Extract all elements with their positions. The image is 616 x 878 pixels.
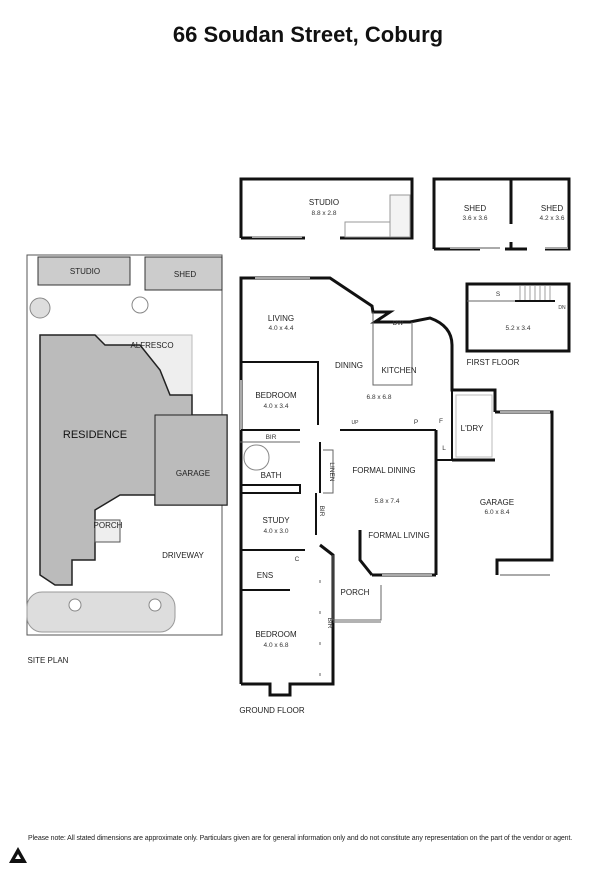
site-residence-label: RESIDENCE: [63, 429, 127, 441]
fridge-label: F: [439, 418, 443, 425]
laundry-label: L'DRY: [461, 424, 484, 433]
bedroom-1-dims: 4.0 x 3.4: [264, 403, 289, 410]
formal-dims: 5.8 x 7.4: [375, 498, 400, 505]
studio-plan: STUDIO 8.8 x 2.8: [239, 177, 414, 240]
shed-2-dims: 4.2 x 3.6: [540, 215, 565, 222]
shed-1-dims: 3.6 x 3.6: [463, 215, 488, 222]
bir-3-label: BIR: [326, 618, 333, 629]
living-label: LIVING: [268, 314, 294, 323]
sheds-plan: SHED 3.6 x 3.6 SHED 4.2 x 3.6: [432, 177, 571, 251]
study-dims: 4.0 x 3.0: [264, 528, 289, 535]
first-floor-plan: S DN 5.2 x 3.4 FIRST FLOOR: [465, 282, 571, 367]
formal-dining-label: FORMAL DINING: [352, 466, 415, 475]
site-alfresco-label: ALFRESCO: [130, 341, 173, 350]
linen-cupboard-label: L: [442, 445, 446, 452]
shed-2-label: SHED: [541, 204, 563, 213]
site-porch-label: PORCH: [94, 521, 123, 530]
first-floor-label: FIRST FLOOR: [467, 358, 520, 367]
formal-living-label: FORMAL LIVING: [368, 531, 430, 540]
ensuite-label: ENS: [257, 571, 273, 580]
pantry-label: P: [414, 419, 418, 426]
ground-floor-label: GROUND FLOOR: [239, 706, 305, 715]
page-title: 66 Soudan Street, Coburg: [172, 22, 444, 47]
kitchen-dining-dims: 6.8 x 6.8: [367, 394, 392, 401]
garage-label: GARAGE: [480, 498, 514, 507]
linen-label: LINEN: [328, 462, 335, 481]
stairs-up-label: UP: [352, 420, 360, 426]
porch-label: PORCH: [341, 588, 370, 597]
site-studio-label: STUDIO: [70, 267, 100, 276]
studio-dims: 8.8 x 2.8: [312, 210, 337, 217]
bir-1-label: BIR: [266, 434, 277, 441]
shed-1-label: SHED: [464, 204, 486, 213]
bedroom-1-label: BEDROOM: [255, 391, 297, 400]
site-plan-label: SITE PLAN: [28, 656, 69, 665]
first-floor-dn-label: DN: [558, 305, 566, 311]
site-shed-label: SHED: [174, 270, 196, 279]
kitchen-label: KITCHEN: [381, 366, 416, 375]
bath-label: BATH: [261, 471, 282, 480]
disclaimer-text: Please note: All stated dimensions are a…: [28, 835, 573, 842]
first-floor-dims: 5.2 x 3.4: [506, 325, 531, 332]
study-label: STUDY: [262, 516, 290, 525]
living-dims: 4.0 x 4.4: [269, 325, 294, 332]
site-driveway-label: DRIVEWAY: [162, 551, 204, 560]
bir-2-label: BIR: [318, 506, 325, 517]
cupboard-label: C: [295, 556, 300, 563]
bedroom-2-dims: 4.0 x 6.8: [264, 642, 289, 649]
studio-label: STUDIO: [309, 198, 339, 207]
ground-floor-plan: LIVING 4.0 x 4.4 DINING KITCHEN DW 6.8 x…: [239, 276, 554, 715]
site-garage-label: GARAGE: [176, 469, 210, 478]
dishwasher-label: DW: [393, 320, 405, 327]
garage-dims: 6.0 x 8.4: [485, 509, 510, 516]
first-floor-s-label: S: [496, 291, 501, 298]
dining-label: DINING: [335, 361, 363, 370]
bedroom-2-label: BEDROOM: [255, 630, 297, 639]
site-plan: STUDIO SHED ALFRESCO RESIDENCE GARAGE PO…: [26, 254, 228, 665]
agency-logo-icon: [9, 847, 27, 863]
